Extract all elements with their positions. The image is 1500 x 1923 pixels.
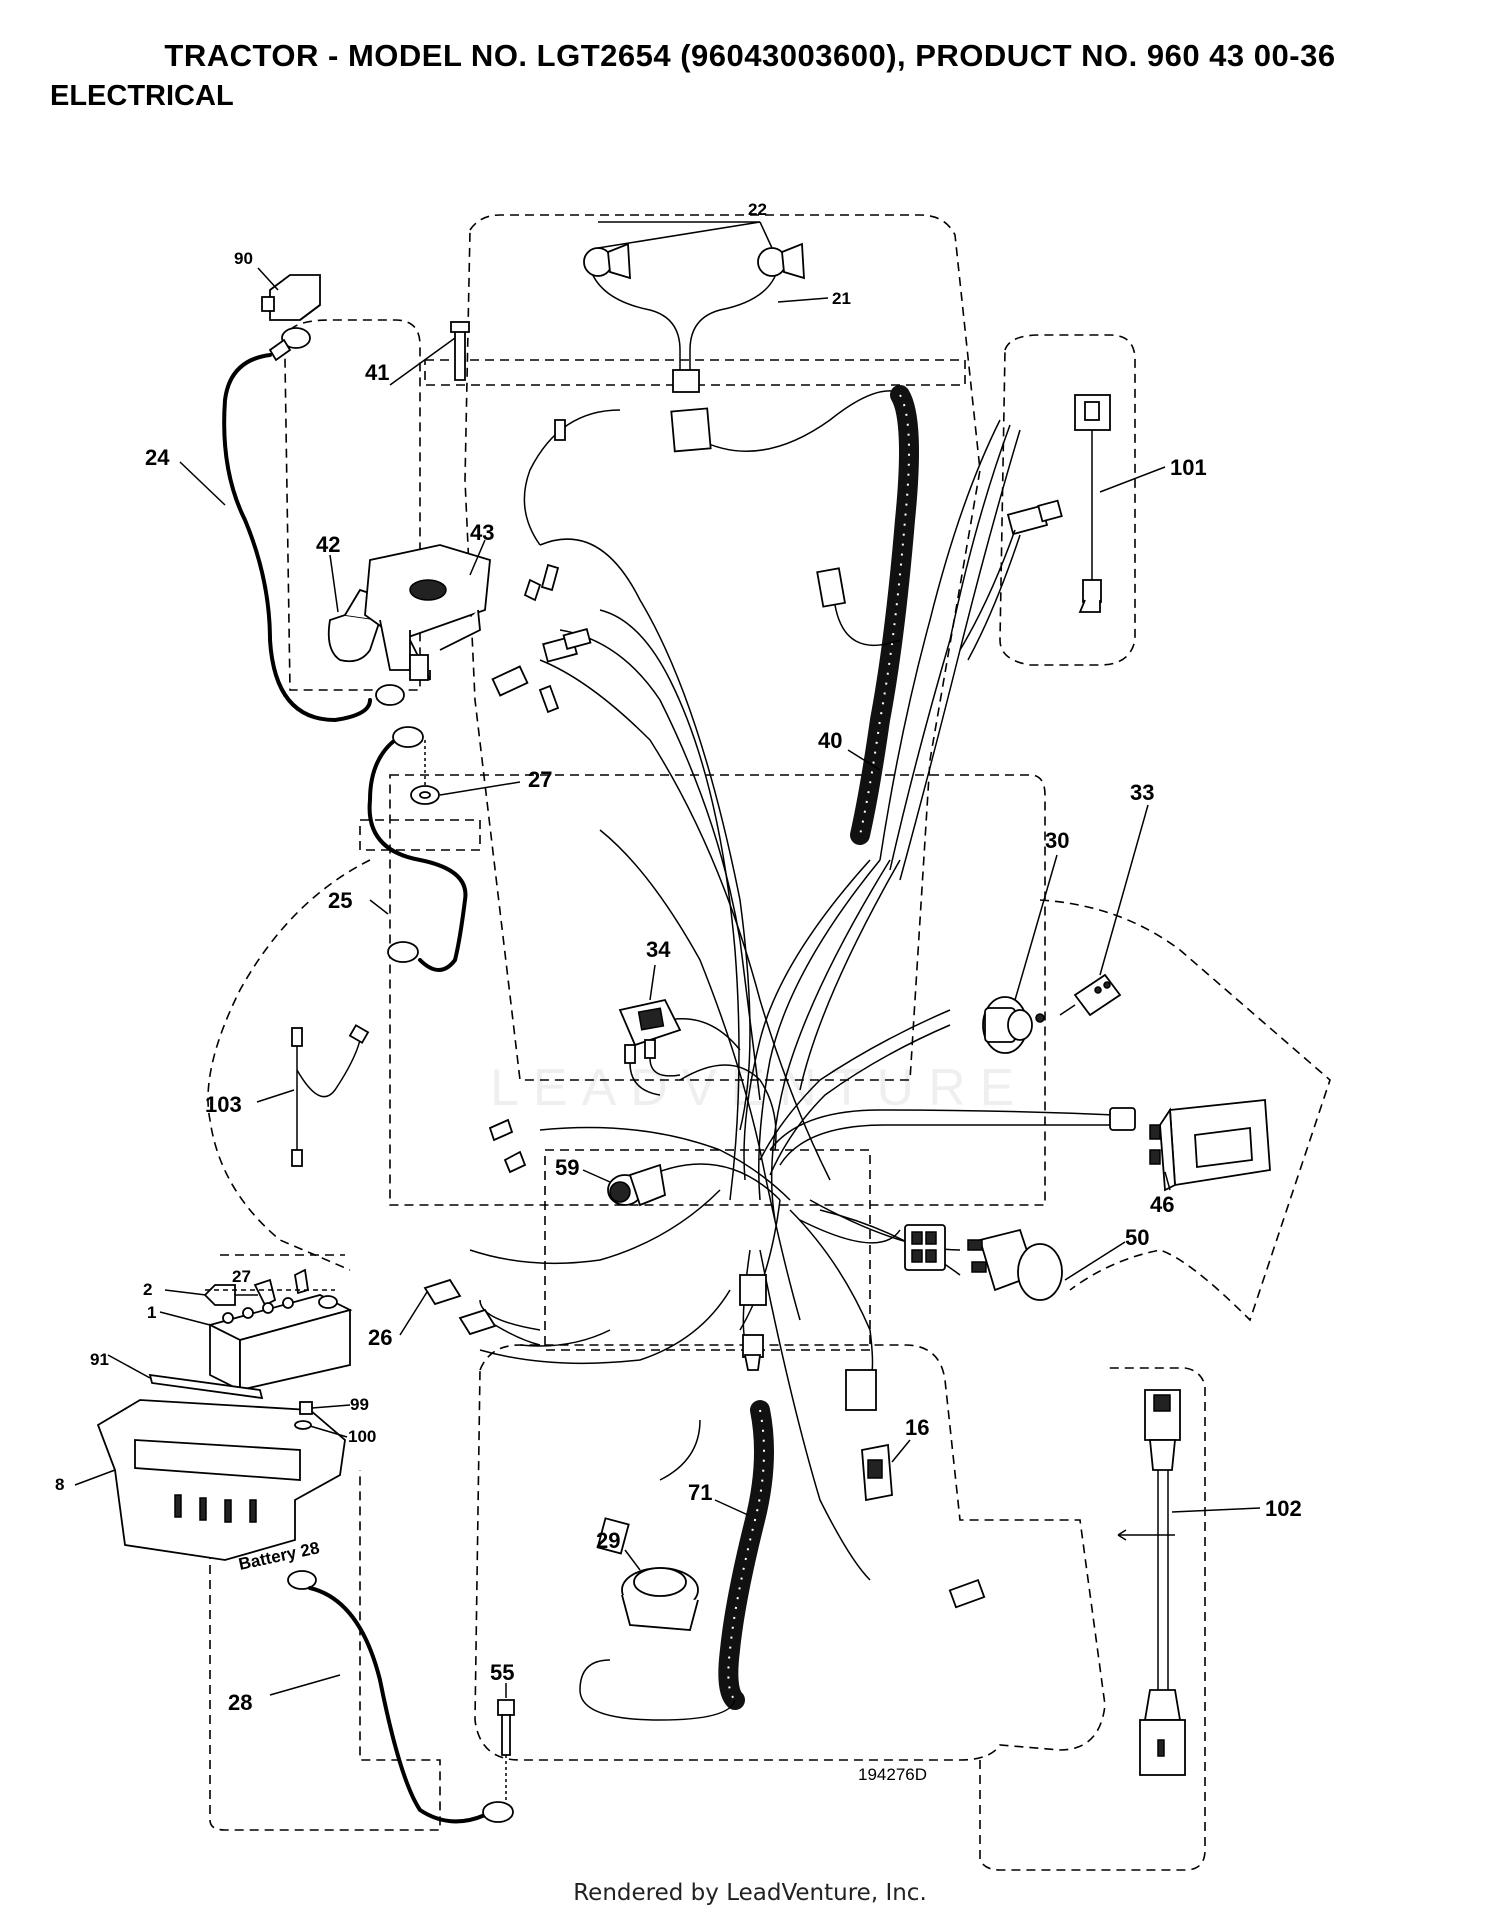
callout-27-lower: 27 [232,1267,251,1286]
part-102 [1117,1389,1186,1776]
part-27-spacer [410,740,440,805]
callout-40: 40 [818,728,842,753]
part-29 [621,1567,699,1631]
harness-connectors [488,419,986,1609]
footer-credit: Rendered by LeadVenture, Inc. [573,1880,927,1906]
headlight-harness [583,242,906,453]
callout-90: 90 [234,249,253,268]
part-26-fuse [423,1278,541,1346]
callout-21: 21 [832,289,851,308]
frame-outlines [207,214,1331,1871]
callout-99: 99 [350,1395,369,1414]
callout-33: 33 [1130,780,1154,805]
leader-lines [74,221,1261,1698]
callout-26: 26 [368,1325,392,1350]
part-50-switch [904,1224,1063,1301]
callout-29: 29 [596,1528,620,1553]
callout-91: 91 [90,1350,109,1369]
callout-28: 28 [228,1690,252,1715]
page-subtitle: ELECTRICAL [50,80,234,112]
part-59-light [607,1163,667,1207]
callout-46: 46 [1150,1192,1174,1217]
connector-pair-right [816,499,1063,661]
callout-59: 59 [555,1155,579,1180]
callout-55: 55 [490,1660,514,1685]
main-wiring-harness [469,409,1116,1581]
callout-101: 101 [1170,455,1207,480]
part-90-cover [261,274,321,321]
cable-28 [287,1570,515,1824]
part-101 [1074,394,1111,613]
callout-numbers: 22 21 90 41 24 43 42 101 40 27 33 30 25 … [55,200,1302,1715]
drawing-number: 194276D [858,1765,928,1784]
cable-25 [367,726,468,972]
callout-102: 102 [1265,1496,1302,1521]
callout-43: 43 [470,520,494,545]
battery-group: Battery 28 [96,1268,353,1574]
part-46-meter [1109,1099,1271,1192]
part-103 [291,1024,370,1167]
cable-24 [222,327,405,723]
watermark: LEADVENTURE [490,1059,1028,1117]
callout-50: 50 [1125,1225,1149,1250]
part-30-ignition [982,996,1045,1054]
part-16-relay [861,1443,893,1502]
callout-41: 41 [365,360,389,385]
part-33-key [1059,973,1122,1017]
callout-27-upper: 27 [528,767,552,792]
callout-42: 42 [316,532,340,557]
loom-40 [850,385,919,845]
loom-71 [579,1400,774,1721]
solenoid-assembly [327,321,491,681]
page-title: TRACTOR - MODEL NO. LGT2654 (96043003600… [164,38,1336,73]
callout-100: 100 [348,1427,376,1446]
callout-25: 25 [328,888,352,913]
callout-1: 1 [147,1303,156,1322]
callout-24: 24 [145,445,170,470]
part-34-switch [618,998,682,1096]
callout-103: 103 [205,1092,242,1117]
callout-8: 8 [55,1475,64,1494]
callout-34: 34 [646,937,671,962]
callout-30: 30 [1045,828,1069,853]
callout-2: 2 [143,1280,152,1299]
callout-71: 71 [688,1480,712,1505]
callout-16: 16 [905,1415,929,1440]
callout-22: 22 [748,200,767,219]
